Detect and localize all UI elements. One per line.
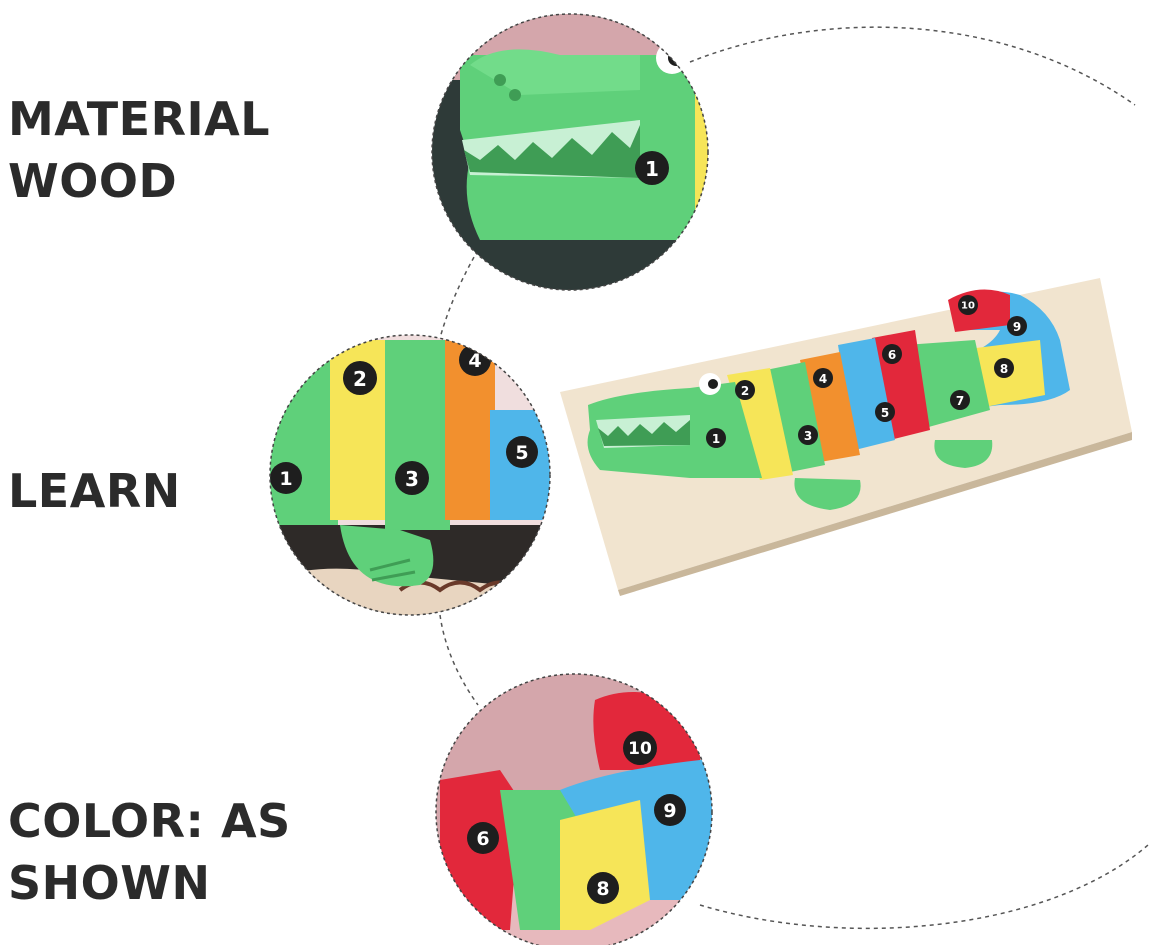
dashed-arc-bottom-left: [439, 614, 479, 706]
puzzle-number-8: 8: [1000, 362, 1008, 376]
number-label: 2: [353, 367, 367, 391]
zoom-circle-head: 1: [432, 14, 708, 290]
number-label: 1: [645, 157, 659, 181]
color-label: COLOR: AS SHOWN: [8, 790, 291, 914]
zoom-circle-body-outline: [269, 334, 551, 616]
puzzle-number-10: 10: [961, 301, 975, 312]
number-label: 6: [476, 828, 489, 850]
zoom-circle-head-outline: [431, 13, 709, 291]
number-label: 4: [468, 350, 481, 372]
dashed-arc-top-left: [439, 249, 479, 339]
puzzle-number-7: 7: [956, 394, 964, 408]
puzzle-number-2: 2: [741, 384, 749, 398]
puzzle-number-4: 4: [819, 372, 827, 386]
number-label: 9: [663, 800, 676, 822]
zoom-circle-tail: 10 9 6 8: [436, 674, 712, 945]
number-label: 5: [515, 442, 528, 464]
puzzle-number-5: 5: [881, 406, 889, 420]
zoom-circle-body: 2 1 3 4 5: [270, 335, 550, 615]
number-badge: [635, 151, 669, 185]
learn-label-text: LEARN: [8, 464, 181, 518]
number-label: 3: [405, 467, 419, 491]
puzzle-number-6: 6: [888, 348, 896, 362]
number-label: 10: [628, 739, 652, 759]
number-label: 8: [596, 878, 609, 900]
material-label: MATERIAL WOOD: [8, 88, 270, 212]
material-label-line1: MATERIAL: [8, 92, 271, 146]
learn-label: LEARN: [8, 460, 181, 522]
dashed-arc-bottom-right: [699, 844, 1149, 930]
puzzle-number-3: 3: [804, 429, 812, 443]
number-label: 1: [279, 468, 292, 490]
dashed-arc-right: [689, 26, 1136, 106]
crocodile-puzzle-board: 1 2 3 4 5 6 7 8 9 10: [560, 278, 1132, 596]
zoom-circle-tail-outline: [435, 673, 713, 945]
color-label-line1: COLOR: AS: [8, 794, 291, 848]
puzzle-number-1: 1: [712, 432, 720, 446]
material-label-line2: WOOD: [8, 154, 178, 208]
puzzle-number-9: 9: [1013, 320, 1021, 334]
color-label-line2: SHOWN: [8, 856, 211, 910]
